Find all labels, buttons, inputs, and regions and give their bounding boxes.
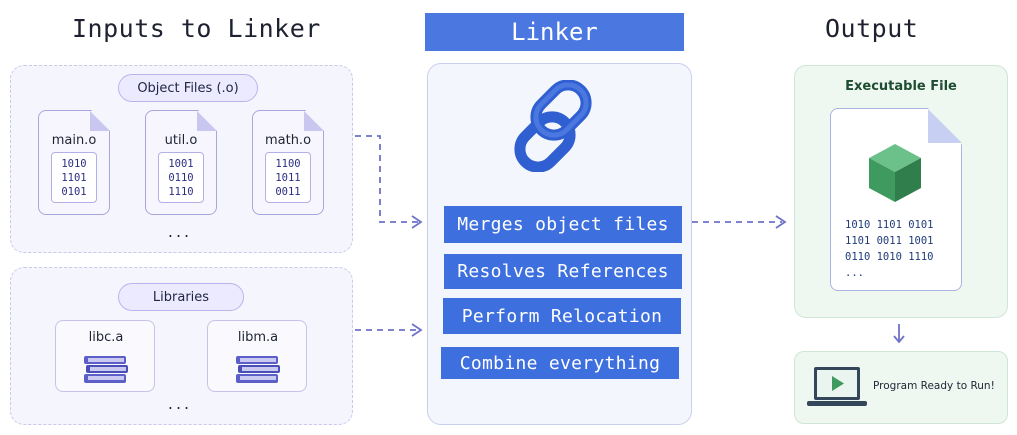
- file-name: util.o: [164, 133, 198, 148]
- object-files-more: ...: [167, 222, 193, 241]
- bit-row: 0110: [168, 172, 194, 184]
- executable-label: Executable File: [845, 79, 957, 94]
- arrowhead: [893, 335, 905, 344]
- step-label: Merges object files: [457, 214, 669, 235]
- bit-row: 1001: [168, 158, 194, 170]
- linker-title: Linker: [425, 13, 684, 51]
- chain-link-icon: [514, 80, 592, 172]
- bit-row: 1100: [275, 158, 301, 170]
- laptop-play-icon[interactable]: [806, 365, 868, 411]
- libraries-label: Libraries: [118, 283, 244, 311]
- arrowhead: [411, 215, 423, 229]
- object-file-main[interactable]: main.o 1010 1101 0101: [38, 110, 110, 215]
- executable-file[interactable]: 1010 1101 0101 1101 0011 1001 0110 1010 11…: [830, 108, 962, 291]
- step-label: Combine everything: [459, 352, 661, 374]
- linker-title-text: Linker: [511, 18, 598, 46]
- bit-row: 1110: [168, 186, 194, 198]
- file-bits: 1010 1101 0101: [51, 152, 97, 203]
- library-libc[interactable]: libc.a: [55, 320, 155, 392]
- libraries-more: ...: [167, 394, 193, 413]
- arrowhead: [411, 323, 423, 337]
- bit-row: 0011: [275, 186, 301, 198]
- library-name: libm.a: [237, 330, 279, 345]
- step-merge: Merges object files: [444, 206, 682, 243]
- step-label: Perform Relocation: [461, 305, 663, 327]
- step-label: Resolves References: [457, 261, 669, 282]
- file-name: main.o: [51, 133, 97, 148]
- bit-row: 1010: [61, 158, 87, 170]
- bit-row: 1011: [275, 172, 301, 184]
- executable-bits: 1010 1101 0101 1101 0011 1001 0110 1010 11…: [845, 217, 934, 281]
- object-file-util[interactable]: util.o 1001 0110 1110: [145, 110, 217, 215]
- bit-row: 1101: [61, 172, 87, 184]
- book-stack-icon: [84, 356, 128, 383]
- step-combine: Combine everything: [441, 347, 679, 379]
- bit-row: 1010 1101 0101: [845, 219, 934, 231]
- bit-row: 0110 1010 1110: [845, 251, 934, 263]
- step-relocation: Perform Relocation: [443, 298, 681, 334]
- book-stack-icon: [236, 356, 280, 383]
- step-resolve: Resolves References: [444, 254, 682, 289]
- library-name: libc.a: [88, 330, 124, 345]
- bit-row: 0101: [61, 186, 87, 198]
- bit-row: ...: [845, 267, 864, 279]
- file-name: math.o: [264, 133, 312, 148]
- output-title: Output: [825, 14, 919, 43]
- inputs-title: Inputs to Linker: [72, 14, 321, 43]
- bit-row: 1101 0011 1001: [845, 235, 934, 247]
- file-fold: [928, 109, 962, 143]
- library-libm[interactable]: libm.a: [207, 320, 307, 392]
- cube-icon: [869, 144, 921, 202]
- arrow-objects-to-linker: [355, 135, 418, 223]
- arrowhead: [775, 215, 787, 229]
- run-label: Program Ready to Run!: [873, 380, 995, 392]
- object-file-math[interactable]: math.o 1100 1011 0011: [252, 110, 324, 215]
- file-bits: 1001 0110 1110: [158, 152, 204, 203]
- object-files-label: Object Files (.o): [118, 74, 258, 102]
- file-bits: 1100 1011 0011: [265, 152, 311, 203]
